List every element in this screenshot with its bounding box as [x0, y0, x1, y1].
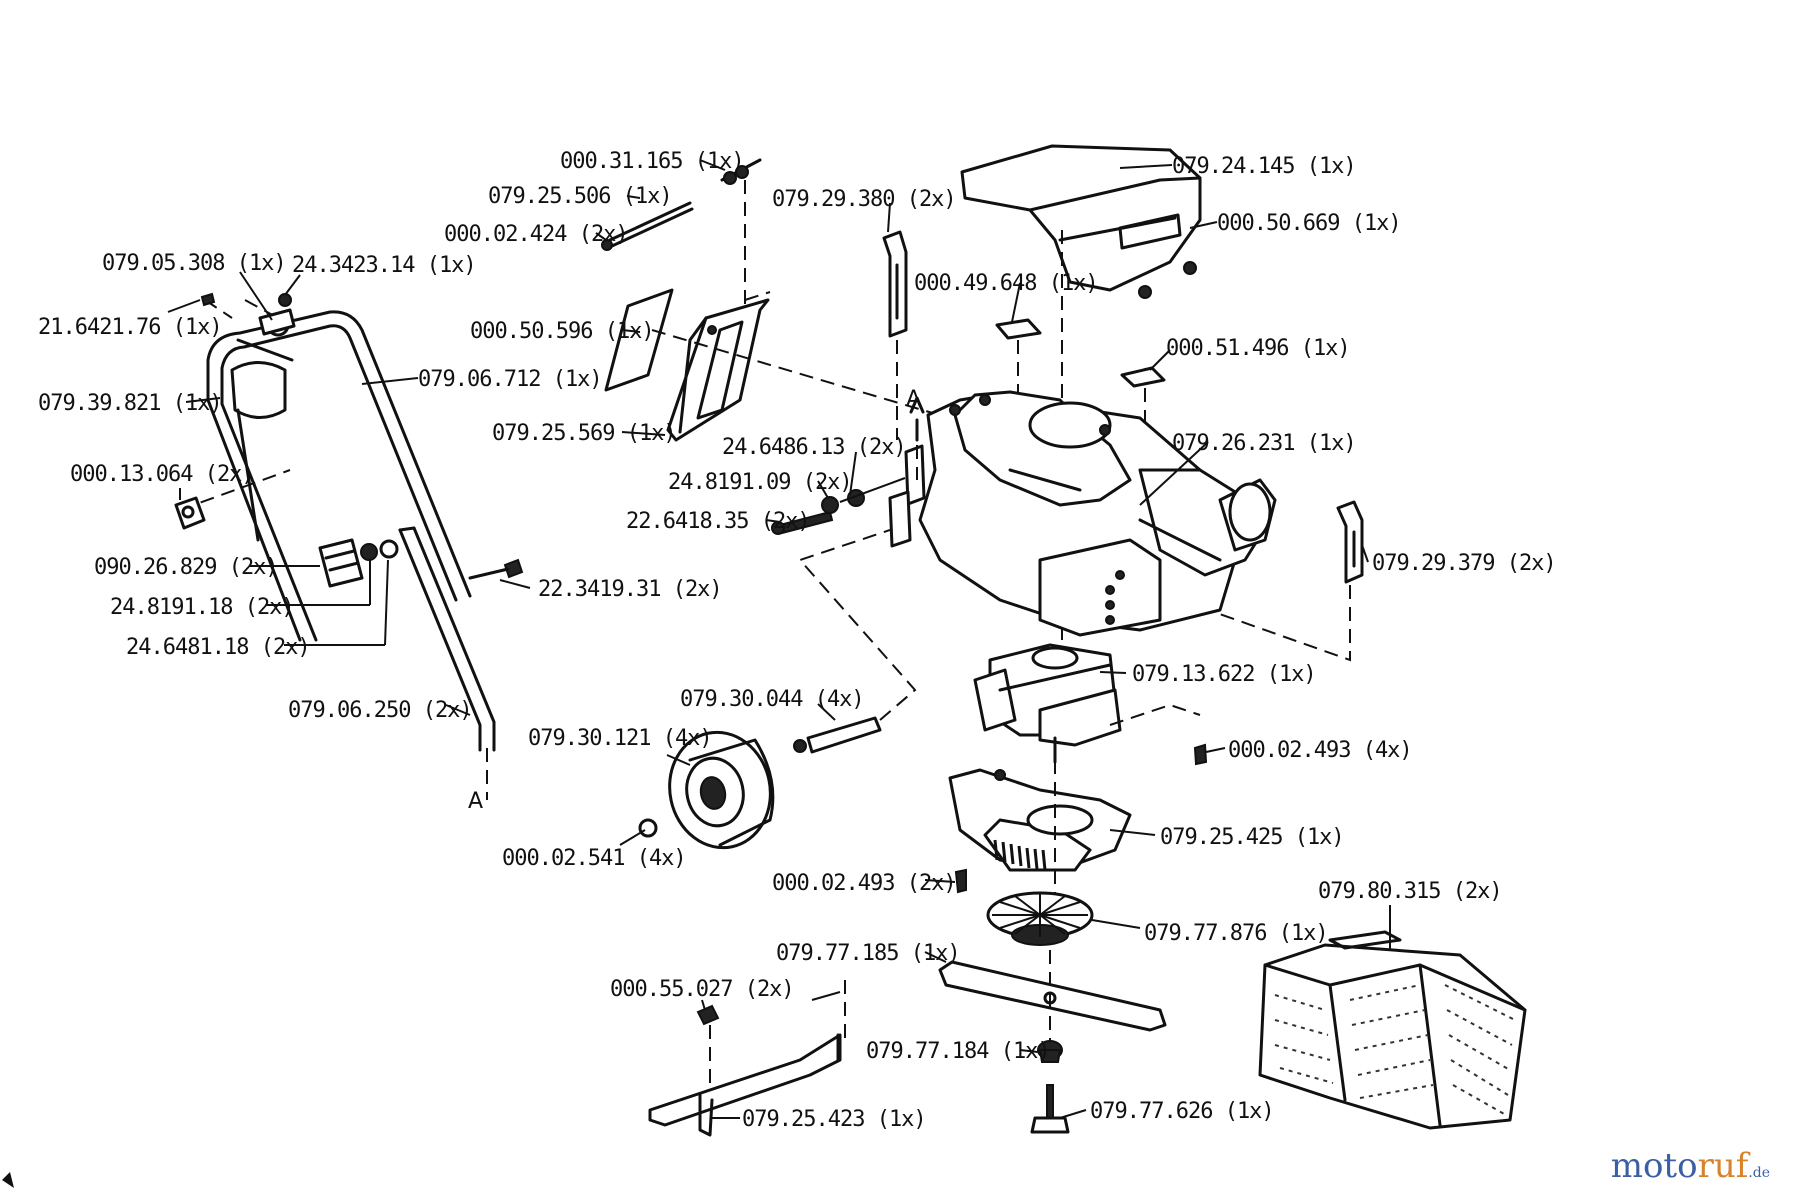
part-label-090-26-829: 090.26.829 (2x) — [94, 555, 278, 580]
handle-small-parts — [174, 292, 524, 588]
watermark-logo: motoruf.de — [1611, 1146, 1770, 1186]
watermark-part-1: moto — [1610, 1146, 1698, 1186]
part-drawings — [174, 144, 1527, 1137]
leader-lines — [167, 159, 1391, 1119]
mower-housing — [918, 390, 1277, 637]
part-label-079-80-315: 079.80.315 (2x) — [1318, 879, 1502, 904]
part-label-079-29-379: 079.29.379 (2x) — [1372, 551, 1556, 576]
part-label-079-39-821: 079.39.821 (1x) — [38, 391, 222, 416]
part-label-079-29-380: 079.29.380 (2x) — [772, 187, 956, 212]
part-label-079-25-423: 079.25.423 (1x) — [742, 1107, 926, 1132]
housing-hardware — [771, 477, 906, 535]
wheel — [638, 529, 917, 850]
part-label-079-05-308: 079.05.308 (1x) — [102, 251, 286, 276]
stickers — [995, 318, 1166, 440]
part-label-079-77-876: 079.77.876 (1x) — [1144, 921, 1328, 946]
section-marker-arrow — [909, 396, 925, 480]
part-label-000-02-493-2x: 000.02.493 (2x) — [772, 871, 956, 896]
section-marker-a-top: A — [906, 387, 921, 412]
mounting-brackets — [882, 230, 1364, 662]
part-label-000-02-541: 000.02.541 (4x) — [502, 846, 686, 871]
part-label-24-8191-09: 24.8191.09 (2x) — [668, 470, 852, 495]
part-label-079-30-121: 079.30.121 (4x) — [528, 726, 712, 751]
part-label-000-13-064: 000.13.064 (2x) — [70, 462, 254, 487]
part-label-079-25-425: 079.25.425 (1x) — [1160, 825, 1344, 850]
part-label-21-6421-76: 21.6421.76 (1x) — [38, 315, 222, 340]
part-label-000-02-424: 000.02.424 (2x) — [444, 222, 628, 247]
fan — [986, 891, 1094, 946]
part-label-079-77-185: 079.77.185 (1x) — [776, 941, 960, 966]
part-label-079-06-712: 079.06.712 (1x) — [418, 367, 602, 392]
fan-housing — [948, 760, 1132, 900]
part-label-079-25-569: 079.25.569 (1x) — [492, 421, 676, 446]
handle-assembly — [179, 299, 496, 800]
watermark-part-3: .de — [1748, 1165, 1770, 1181]
part-label-079-25-506: 079.25.506 (1x) — [488, 184, 672, 209]
part-label-000-51-496: 000.51.496 (1x) — [1166, 336, 1350, 361]
part-label-000-49-648: 000.49.648 (1x) — [914, 271, 1098, 296]
part-label-24-6486-13: 24.6486.13 (2x) — [722, 435, 906, 460]
part-label-000-55-027: 000.55.027 (2x) — [610, 977, 794, 1002]
motor — [973, 643, 1208, 766]
part-label-079-26-231: 079.26.231 (1x) — [1172, 431, 1356, 456]
watermark-part-2: ruf — [1697, 1146, 1749, 1186]
part-label-24-3423-14: 24.3423.14 (1x) — [292, 253, 476, 278]
top-bolts — [601, 158, 762, 320]
part-label-079-13-622: 079.13.622 (1x) — [1132, 662, 1316, 687]
section-marker-a-bottom: A — [468, 789, 483, 814]
grass-catcher — [1258, 930, 1527, 1130]
part-label-000-50-669: 000.50.669 (1x) — [1217, 211, 1401, 236]
blade-adapter — [1030, 1040, 1070, 1134]
part-label-22-6418-35: 22.6418.35 (2x) — [626, 509, 810, 534]
corner-mark — [2, 1172, 14, 1188]
part-label-079-24-145: 079.24.145 (1x) — [1172, 154, 1356, 179]
part-label-079-77-626: 079.77.626 (1x) — [1090, 1099, 1274, 1124]
part-label-079-77-184: 079.77.184 (1x) — [866, 1039, 1050, 1064]
part-label-000-31-165: 000.31.165 (1x) — [560, 149, 744, 174]
part-label-079-30-044: 079.30.044 (4x) — [680, 687, 864, 712]
blade — [938, 950, 1167, 1040]
part-labels: 000.31.165 (1x) 079.25.506 (1x) 000.02.4… — [38, 149, 1557, 1132]
part-label-24-6481-18: 24.6481.18 (2x) — [126, 635, 310, 660]
rear-bar — [648, 980, 846, 1137]
part-label-000-50-596: 000.50.596 (1x) — [470, 319, 654, 344]
part-label-22-3419-31: 22.3419.31 (2x) — [538, 577, 722, 602]
part-label-24-8191-18: 24.8191.18 (2x) — [110, 595, 294, 620]
part-label-000-02-493-4x: 000.02.493 (4x) — [1228, 738, 1412, 763]
part-label-079-06-250: 079.06.250 (2x) — [288, 698, 472, 723]
discharge-flap — [604, 288, 991, 442]
